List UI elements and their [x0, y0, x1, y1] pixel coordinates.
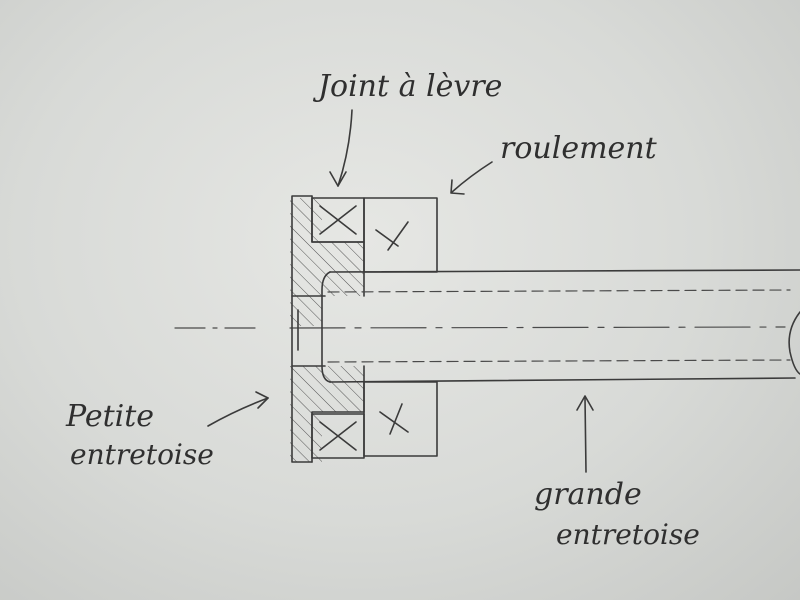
large-spacer-tube [321, 269, 800, 383]
small-spacer [290, 195, 365, 463]
label-roulement: roulement [500, 131, 657, 166]
center-line [174, 326, 786, 329]
arrow-roulement [450, 161, 493, 195]
label-petite-line2: entretoise [70, 438, 214, 471]
bearing-top [363, 197, 438, 273]
arrow-petite [207, 391, 269, 427]
label-grande-line1: grande [534, 477, 642, 512]
arrow-joint [329, 109, 353, 187]
label-grande-line2: entretoise [556, 518, 700, 551]
label-petite-line1: Petite [66, 399, 155, 434]
bearing-bottom [363, 381, 438, 457]
label-joint: Joint à lèvre [318, 69, 503, 104]
arrow-grande [576, 395, 594, 473]
